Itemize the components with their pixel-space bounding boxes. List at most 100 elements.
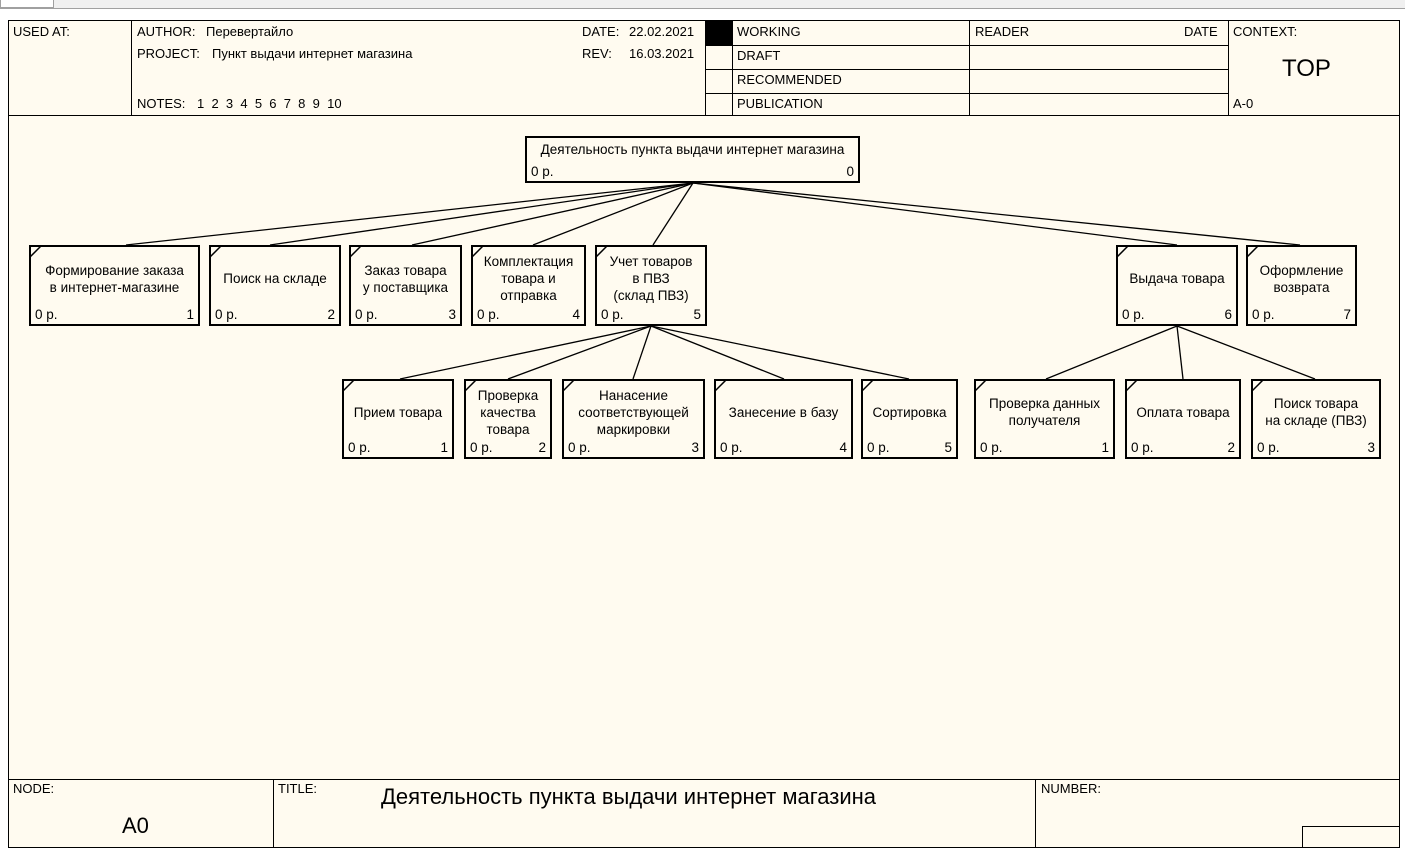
status-row-divider [705,93,1229,94]
working-status-marker [706,21,732,45]
activity-cost: 0 р. [470,440,493,455]
activity-number: 1 [186,307,194,322]
corner-mark-icon [563,380,575,392]
activity-box-4[interactable]: Комплектация товара и отправка 0 р. 4 [471,245,586,326]
header-divider [1228,20,1229,116]
activity-box-6[interactable]: Выдача товара 0 р. 6 [1116,245,1238,326]
title-label: TITLE: [278,781,318,796]
activity-cost: 0 р. [1257,440,1280,455]
activity-label: Нанасение соответствующей маркировки [578,387,689,437]
activity-number: 5 [944,440,952,455]
activity-number: 5 [693,307,701,322]
date-label: DATE: [582,24,620,39]
activity-label: Учет товаров в ПВЗ (склад ПВЗ) [609,254,693,303]
activity-label: Выдача товара [1129,271,1225,286]
corner-mark-icon [975,380,987,392]
activity-cost: 0 р. [1131,440,1154,455]
status-publication: PUBLICATION [737,96,823,111]
date-value: 22.02.2021 [629,24,695,39]
header-divider [705,20,706,116]
activity-box-6-3[interactable]: Поиск товара на складе (ПВЗ) 0 р. 3 [1251,379,1381,459]
activity-box-3[interactable]: Заказ товара у поставщика 0 р. 3 [349,245,462,326]
status-working: WORKING [737,24,801,39]
activity-label: Проверка данных получателя [989,396,1100,428]
activity-box-2[interactable]: Поиск на складе 0 р. 2 [209,245,341,326]
footer-divider [273,779,274,848]
context-value: TOP [1282,55,1331,82]
project-value: Пункт выдачи интернет магазина [212,46,413,61]
footer-divider [1035,779,1036,848]
rev-value: 16.03.2021 [629,46,695,61]
corner-mark-icon [1247,246,1259,258]
reader-date-label: DATE [1184,24,1218,39]
activity-cost: 0 р. [720,440,743,455]
reader-label: READER [975,24,1030,39]
activity-box-6-2[interactable]: Оплата товара 0 р. 2 [1125,379,1241,459]
activity-number: 0 [846,164,854,179]
header-bottom-border [8,115,1400,116]
activity-box-5-2[interactable]: Проверка качества товара 0 р. 2 [464,379,552,459]
activity-cost: 0 р. [980,440,1003,455]
corner-mark-icon [1117,246,1129,258]
activity-box-5-1[interactable]: Прием товара 0 р. 1 [342,379,454,459]
activity-cost: 0 р. [1252,307,1275,322]
activity-number: 4 [839,440,847,455]
context-label: CONTEXT: [1233,24,1298,39]
corner-mark-icon [596,246,608,258]
rev-label: REV: [582,46,612,61]
number-box [1302,826,1399,847]
activity-box-7[interactable]: Оформление возврата 0 р. 7 [1246,245,1357,326]
status-row-divider [705,69,1229,70]
activity-number: 7 [1343,307,1351,322]
activity-box-1[interactable]: Формирование заказа в интернет-магазине … [29,245,200,326]
corner-mark-icon [862,380,874,392]
activity-label: Проверка качества товара [477,387,539,437]
corner-mark-icon [1252,380,1264,392]
activity-number: 2 [538,440,546,455]
root-activity-box[interactable]: Деятельность пункта выдачи интернет мага… [525,136,860,183]
node-value: A0 [122,813,149,838]
activity-label: Поиск товара на складе (ПВЗ) [1265,396,1367,428]
activity-cost: 0 р. [355,307,378,322]
activity-number: 6 [1224,307,1232,322]
activity-box-5[interactable]: Учет товаров в ПВЗ (склад ПВЗ) 0 р. 5 [595,245,707,326]
activity-box-6-1[interactable]: Проверка данных получателя 0 р. 1 [974,379,1115,459]
activity-label: Прием товара [353,404,443,420]
corner-mark-icon [1126,380,1138,392]
context-node: A-0 [1233,96,1254,111]
status-recommended: RECOMMENDED [737,72,842,87]
activity-cost: 0 р. [35,307,58,322]
activity-cost: 0 р. [867,440,890,455]
corner-mark-icon [715,380,727,392]
number-label: NUMBER: [1041,781,1101,796]
activity-number: 3 [448,307,456,322]
author-value: Перевертайло [206,24,294,39]
activity-label: Комплектация товара и отправка [483,254,574,303]
activity-cost: 0 р. [1122,307,1145,322]
project-label: PROJECT: [137,46,200,61]
used-at-label: USED AT: [13,24,70,39]
status-draft: DRAFT [737,48,781,63]
footer-top-border [8,779,1400,780]
corner-mark-icon [350,246,362,258]
activity-box-5-4[interactable]: Занесение в базу 0 р. 4 [714,379,853,459]
activity-label: Оплата товара [1136,404,1230,420]
corner-mark-icon [472,246,484,258]
corner-mark-icon [465,380,477,392]
diagram-title: Деятельность пункта выдачи интернет мага… [381,784,877,809]
activity-label: Сортировка [872,404,947,420]
activity-cost: 0 р. [215,307,238,322]
activity-box-5-3[interactable]: Нанасение соответствующей маркировки 0 р… [562,379,705,459]
activity-box-5-5[interactable]: Сортировка 0 р. 5 [861,379,958,459]
activity-label: Заказ товара у поставщика [362,262,449,295]
window-tab-strip [0,0,1405,9]
activity-number: 3 [1367,440,1375,455]
author-label: AUTHOR: [137,24,196,39]
activity-label: Оформление возврата [1259,262,1344,295]
notes-label: NOTES: [137,96,186,111]
activity-number: 3 [691,440,699,455]
diagram-tab[interactable] [0,0,54,8]
corner-mark-icon [343,380,355,392]
header-divider [131,20,132,116]
activity-number: 1 [440,440,448,455]
